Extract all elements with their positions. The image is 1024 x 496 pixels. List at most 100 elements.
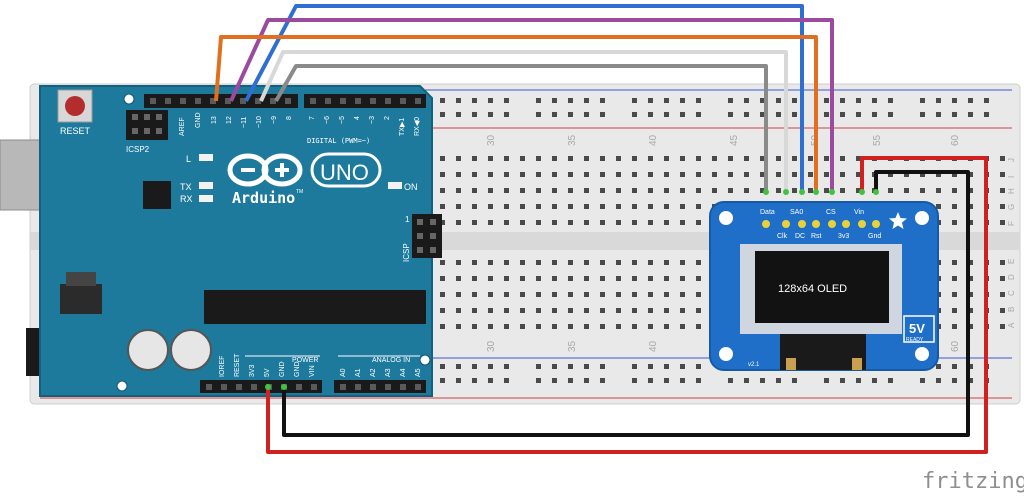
breadboard-hole [696, 260, 701, 265]
breadboard-hole [488, 204, 493, 209]
breadboard-hole [920, 112, 925, 117]
wire-pin12-purple[interactable] [229, 18, 834, 192]
breadboard-hole [680, 98, 685, 103]
breadboard-hole [664, 156, 669, 161]
breadboard-hole [936, 188, 941, 193]
breadboard-hole [824, 172, 829, 177]
breadboard-hole [952, 172, 957, 177]
breadboard-hole [632, 220, 637, 225]
breadboard-hole [760, 98, 765, 103]
breadboard-hole [568, 220, 573, 225]
analog-header-label: ANALOG IN [372, 357, 410, 364]
breadboard-hole [552, 364, 557, 369]
breadboard-hole [952, 204, 957, 209]
breadboard-hole [824, 98, 829, 103]
oled-mount-hole [915, 347, 929, 361]
breadboard-hole [696, 188, 701, 193]
breadboard-hole [520, 292, 525, 297]
capacitor [170, 329, 212, 371]
breadboard-hole [600, 98, 605, 103]
breadboard-hole [504, 260, 509, 265]
board-outline [39, 85, 433, 397]
oled-pin [842, 220, 850, 228]
wire-pin9-grey[interactable] [274, 64, 768, 192]
wire-endpoint [265, 384, 271, 390]
fritzing-watermark: fritzing [922, 469, 1024, 494]
wire-pin10-white[interactable] [259, 50, 788, 192]
pin-label: A1 [355, 368, 362, 377]
wire-gnd-black[interactable] [282, 170, 970, 437]
breadboard-hole [536, 204, 541, 209]
row-letter: G [1007, 204, 1016, 210]
breadboard-hole [584, 220, 589, 225]
header-pin [311, 384, 317, 390]
oled-pin [798, 220, 806, 228]
breadboard-hole [520, 172, 525, 177]
breadboard-hole [616, 172, 621, 177]
breadboard-hole [536, 292, 541, 297]
power-pin-holes [206, 384, 421, 390]
breadboard-hole [760, 156, 765, 161]
header-pin [355, 384, 361, 390]
breadboard-hole [600, 308, 605, 313]
header-pin [370, 384, 376, 390]
breadboard-hole [504, 204, 509, 209]
breadboard-hole [536, 378, 541, 383]
oled-pin-label: Data [760, 209, 775, 216]
breadboard-hole [616, 220, 621, 225]
breadboard-hole [680, 378, 685, 383]
breadboard-hole [952, 276, 957, 281]
breadboard-hole [968, 112, 973, 117]
breadboard-hole [456, 378, 461, 383]
breadboard-hole [600, 112, 605, 117]
breadboard-hole [632, 156, 637, 161]
breadboard-hole [680, 292, 685, 297]
oled-pin-label: Clk [777, 233, 788, 240]
breadboard-hole [584, 276, 589, 281]
arduino-logo-text: Arduino [232, 189, 295, 207]
breadboard-hole [600, 220, 605, 225]
breadboard-hole [872, 378, 877, 383]
breadboard-hole [952, 364, 957, 369]
breadboard-hole [696, 308, 701, 313]
digital-pin-labels: AREF GND 13 12 ~11 ~10 ~9 8 7 ~6 ~5 4 ~3… [179, 112, 421, 136]
breadboard-hole [456, 98, 461, 103]
wire-endpoint [829, 189, 835, 195]
pin-label: RESET [234, 353, 241, 377]
breadboard-hole [584, 308, 589, 313]
breadboard-hole [648, 324, 653, 329]
breadboard-hole [472, 378, 477, 383]
breadboard-hole [680, 204, 685, 209]
wire-pin11-blue[interactable] [244, 4, 804, 192]
breadboard-hole [456, 260, 461, 265]
oled-pin-label: Gnd [868, 233, 881, 240]
breadboard-hole [520, 156, 525, 161]
breadboard-hole [712, 188, 717, 193]
header-pin [180, 98, 186, 104]
breadboard-hole [648, 364, 653, 369]
breadboard-hole [952, 324, 957, 329]
reset-button-cap[interactable] [65, 96, 85, 116]
wire-5v-red[interactable] [266, 156, 988, 454]
wire-endpoint [281, 384, 287, 390]
oled-pin-label: Rst [811, 233, 822, 240]
breadboard-hole [584, 292, 589, 297]
wire-pin13-orange[interactable] [214, 35, 818, 192]
row-letter: A [1007, 322, 1016, 328]
header-pin [225, 98, 231, 104]
breadboard-hole [584, 98, 589, 103]
header-pin [400, 384, 406, 390]
header-pin [325, 98, 331, 104]
breadboard-hole [808, 156, 813, 161]
breadboard-hole [600, 204, 605, 209]
pin-label: A3 [385, 368, 392, 377]
breadboard-hole [536, 156, 541, 161]
breadboard-hole [920, 172, 925, 177]
breadboard-hole [1000, 324, 1005, 329]
breadboard-hole [728, 172, 733, 177]
power-pin-labels: IOREF RESET 3V3 5V GND GND VIN [219, 353, 316, 377]
breadboard-hole [712, 172, 717, 177]
oled-module: Data SA0 CS Vin Clk DC Rst 3v3 Gnd 128x6… [709, 201, 939, 371]
header-pin [400, 98, 406, 104]
breadboard-hole [520, 220, 525, 225]
